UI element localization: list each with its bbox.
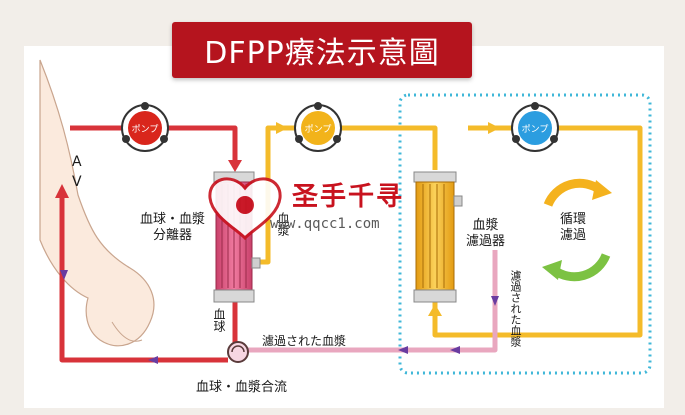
merge-label: 血球・血漿合流: [196, 380, 288, 395]
circulation-label: 循環 濾過: [560, 212, 586, 244]
watermark-brand: 圣手千寻: [292, 182, 405, 212]
separator-label: 血球・血漿 分離器: [140, 212, 205, 244]
pump-label-blue: ポンプ: [521, 125, 549, 135]
circulation-label-line2: 濾過: [560, 228, 587, 243]
separator-label-line2: 分離器: [153, 228, 193, 243]
flow-arrow-purple: [491, 296, 499, 306]
pump-blue: [511, 102, 559, 152]
flow-arrow-yellow: [428, 304, 442, 316]
page-title: DFPP療法示意圖: [204, 36, 440, 71]
filter-column: [413, 171, 463, 303]
plasma-vertical-label: 血漿: [276, 212, 290, 236]
filter-label: 血漿 濾過器: [466, 218, 505, 250]
merge-junction: [227, 341, 249, 363]
flow-arrow-purple: [450, 346, 460, 354]
blood-cell-vertical-label: 血球: [212, 308, 226, 332]
flow-arrow-yellow: [488, 122, 500, 134]
circulation-label-line1: 循環: [560, 212, 587, 227]
plasma-line: [255, 125, 643, 338]
flow-arrow-red: [228, 160, 242, 172]
flow-arrow-purple: [148, 356, 158, 364]
flow-arrow-yellow: [276, 122, 288, 134]
pump-label-yellow: ポンプ: [304, 125, 332, 135]
filtered-plasma-vertical-label: 濾過された血漿: [509, 270, 522, 347]
flow-arrow-purple: [398, 346, 408, 354]
watermark-logo: [208, 177, 282, 241]
filtered-plasma-label: 濾過された血漿: [262, 334, 347, 348]
circulation-loop-border: [398, 93, 652, 375]
filter-label-line2: 濾過器: [466, 234, 506, 249]
av-label: A V: [72, 154, 82, 190]
arm-illustration: [39, 59, 155, 347]
separator-label-line1: 血球・血漿: [140, 212, 206, 227]
watermark-url: www.qqcc1.com: [270, 216, 380, 232]
return-line: [248, 250, 498, 353]
title-banner: DFPP療法示意圖: [172, 22, 472, 78]
pump-yellow: [294, 102, 342, 152]
filter-label-line1: 血漿: [472, 218, 499, 233]
circulation-icon: [542, 178, 612, 282]
pump-red: [121, 102, 169, 152]
flow-arrow-purple: [60, 270, 68, 280]
pump-label-red: ポンプ: [131, 125, 159, 135]
flow-arrow-red: [55, 184, 69, 198]
